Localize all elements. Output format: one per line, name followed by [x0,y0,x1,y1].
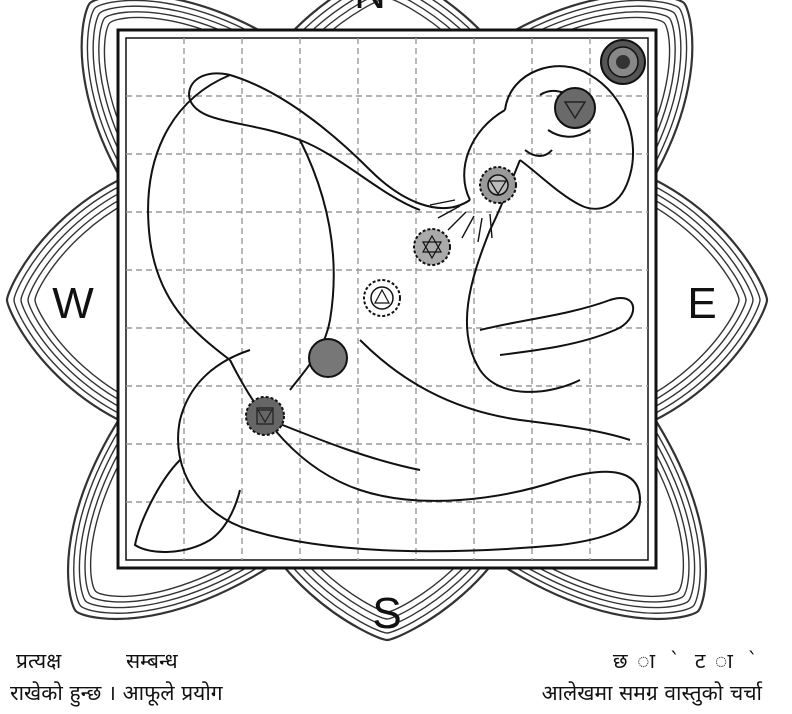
text-left-line-2: राखेको हुन्छ । आफूले प्रयोग [10,683,223,704]
compass-south: S [372,589,401,638]
text-right-line-2: आलेखमा समग्र वास्तुको चर्चा [542,683,762,704]
chakra-root [246,397,284,435]
chakra-crown [601,40,645,84]
text-left-line-1: प्रत्यक्ष सम्बन्ध [16,651,178,672]
chakra-heart [414,229,450,265]
chakra-sacral [309,339,347,377]
compass-north: N [354,0,386,18]
compass-west: W [52,279,94,328]
chakra-third-eye [555,88,595,128]
chakra-throat [480,167,516,203]
text-right-line-1: छ ा ` ट ा ` [613,651,762,672]
chakra-solar-plexus [364,280,400,316]
compass-east: E [687,279,716,328]
